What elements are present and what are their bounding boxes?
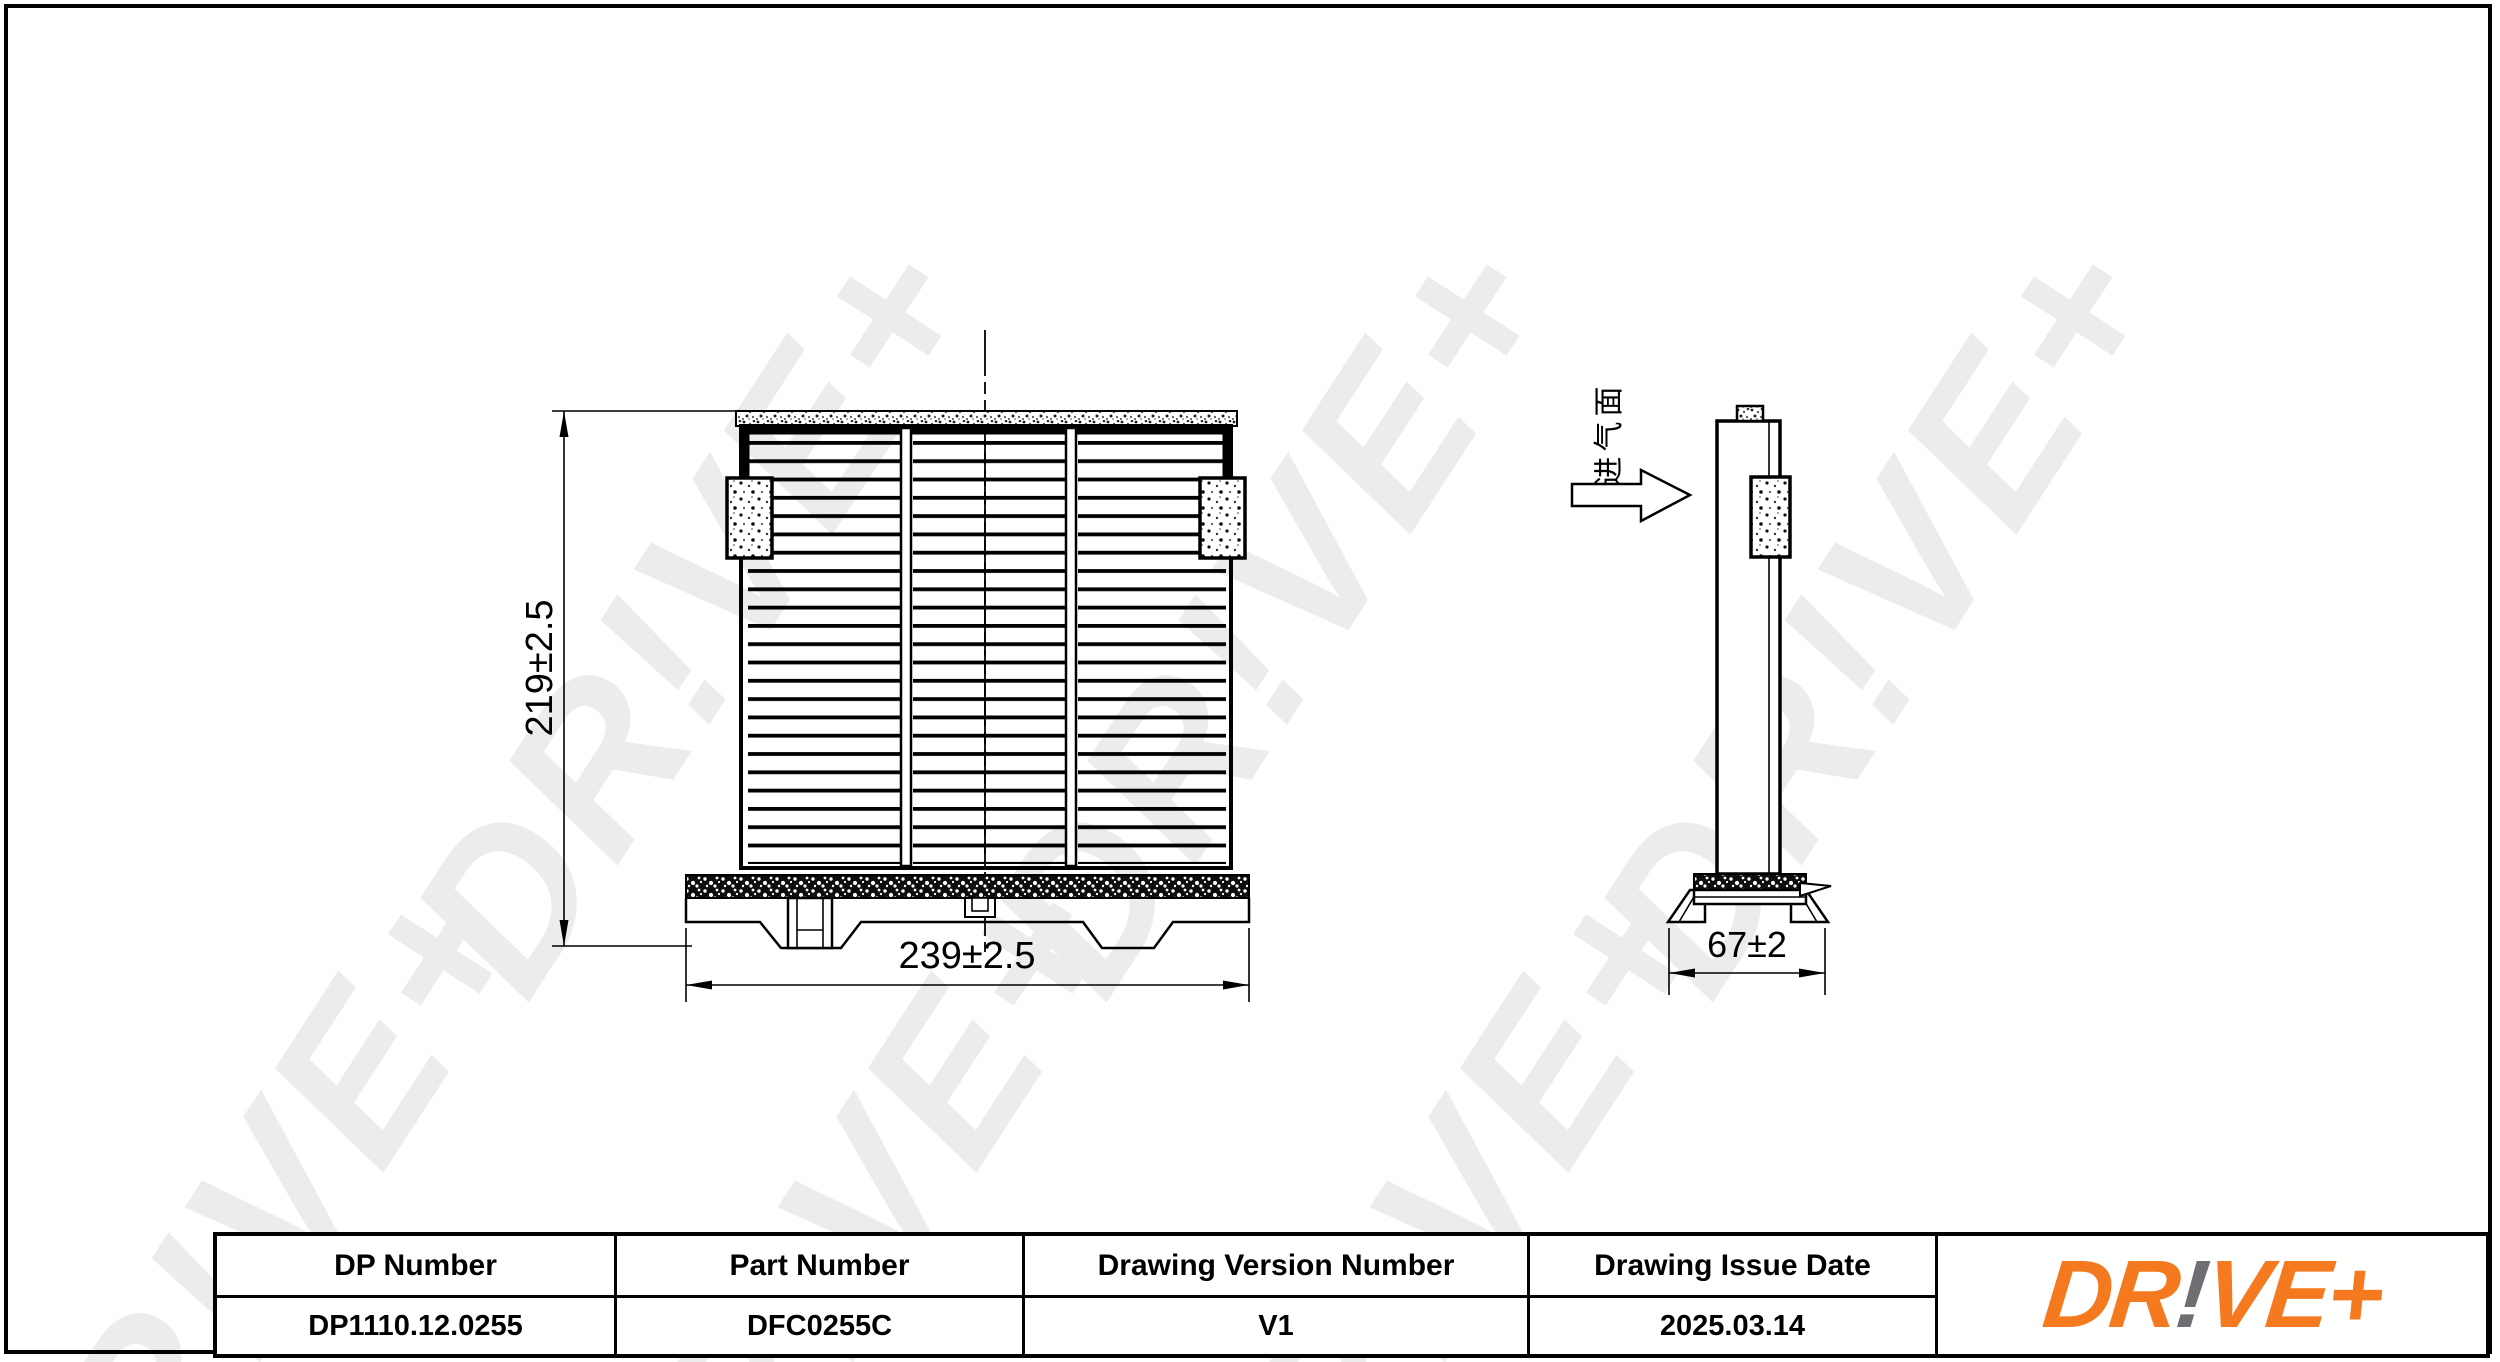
front-pleats-middle [913, 440, 1065, 864]
side-width-dim-label: 67±2 [1707, 924, 1787, 965]
front-height-dimension: 219±2.5 [519, 410, 736, 947]
dp-number-value: DP1110.12.0255 [217, 1298, 617, 1354]
front-width-dimension: 239±2.5 [685, 928, 1250, 1002]
front-divider-right [1064, 426, 1078, 868]
brand-logo: DR!VE+ [1938, 1236, 2486, 1354]
side-top-tab [1735, 404, 1765, 423]
front-frame [739, 424, 1233, 870]
side-flag-tab [1799, 881, 1832, 898]
airflow-arrow-icon [1570, 467, 1693, 524]
issue-date-header: Drawing Issue Date [1530, 1236, 1938, 1298]
intake-face-label: 进气面 [1593, 382, 1626, 487]
issue-date-value: 2025.03.14 [1530, 1298, 1938, 1354]
front-base-outline [684, 898, 1251, 950]
side-view: 进气面 [1570, 382, 1832, 995]
front-bottom-seal [685, 874, 1250, 899]
front-divider-left [899, 426, 913, 868]
drawing-version-value: V1 [1025, 1298, 1530, 1354]
dp-number-header: DP Number [217, 1236, 617, 1298]
front-left-tab [725, 476, 774, 560]
front-width-dim-label: 239±2.5 [898, 935, 1035, 977]
logo-text-dr: DR [2038, 1241, 2182, 1348]
front-view: 219±2.5 239±2.5 [519, 330, 1251, 1002]
part-number-value: DFC0255C [617, 1298, 1025, 1354]
front-right-tab [1198, 476, 1247, 560]
front-base-clip [786, 896, 834, 950]
title-block: DP Number Part Number Drawing Version Nu… [213, 1232, 2490, 1358]
front-height-dim-label: 219±2.5 [519, 599, 561, 736]
side-width-dimension: 67±2 [1668, 924, 1826, 995]
part-number-header: Part Number [617, 1236, 1025, 1298]
side-foam-tab [1749, 475, 1792, 559]
drawing-version-header: Drawing Version Number [1025, 1236, 1530, 1298]
front-top-seal [735, 410, 1238, 427]
side-bottom-seal [1693, 873, 1807, 891]
logo-text-ve-plus: VE+ [2199, 1241, 2387, 1348]
